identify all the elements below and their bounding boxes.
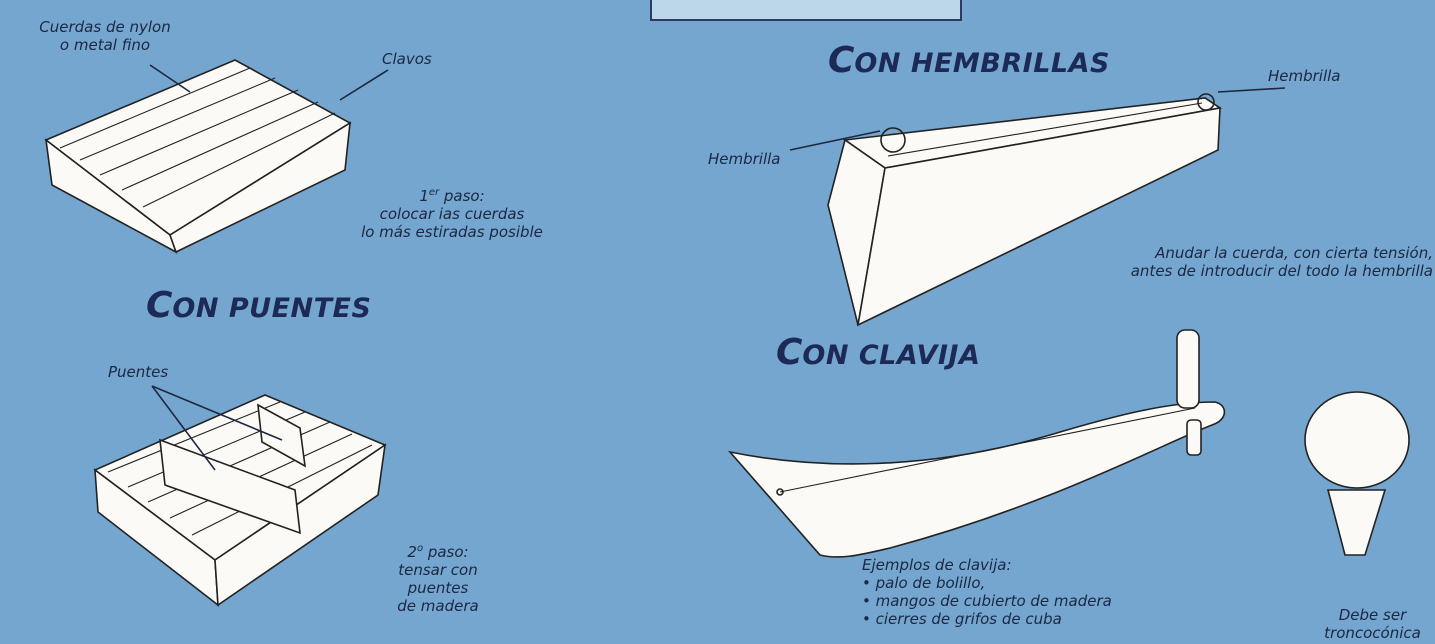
label-hembrilla-left: Hembrilla — [708, 150, 781, 168]
heading-con-hembrillas: CON HEMBRILLAS — [828, 40, 1110, 81]
clavija-example-item: mangos de cubierto de madera — [862, 592, 1112, 610]
heading-con-puentes: CON PUENTES — [146, 285, 372, 326]
clavija-examples-list: palo de bolillo,mangos de cubierto de ma… — [862, 574, 1112, 628]
label-clavos: Clavos — [382, 50, 432, 68]
box-hembrillas-illustration — [789, 87, 1286, 327]
caption-debe-ser: Debe ser troncocónica — [1324, 606, 1421, 642]
caption-anudar: Anudar la cuerda, con cierta tensión, an… — [1130, 244, 1433, 280]
label-hembrilla-right: Hembrilla — [1268, 67, 1341, 85]
box-clavija-illustration — [727, 329, 1226, 558]
caption-paso-2: 2o paso: tensar con puentes de madera — [397, 543, 479, 615]
caption-ejemplos-clavija: Ejemplos de clavija: palo de bolillo,man… — [862, 556, 1112, 628]
clavija-example-item: palo de bolillo, — [862, 574, 1112, 592]
caption-paso-1: 1er paso: colocar ias cuerdas lo más est… — [361, 187, 543, 241]
title-box — [650, 0, 962, 21]
box-cuerdas-illustration — [44, 59, 389, 254]
label-cuerdas: Cuerdas de nylon o metal fino — [39, 18, 171, 54]
box-puentes-illustration — [93, 385, 387, 607]
heading-con-clavija: CON CLAVIJA — [776, 332, 981, 373]
label-puentes: Puentes — [108, 363, 169, 381]
peg-detail-illustration — [1304, 391, 1410, 556]
clavija-example-item: cierres de grifos de cuba — [862, 610, 1112, 628]
